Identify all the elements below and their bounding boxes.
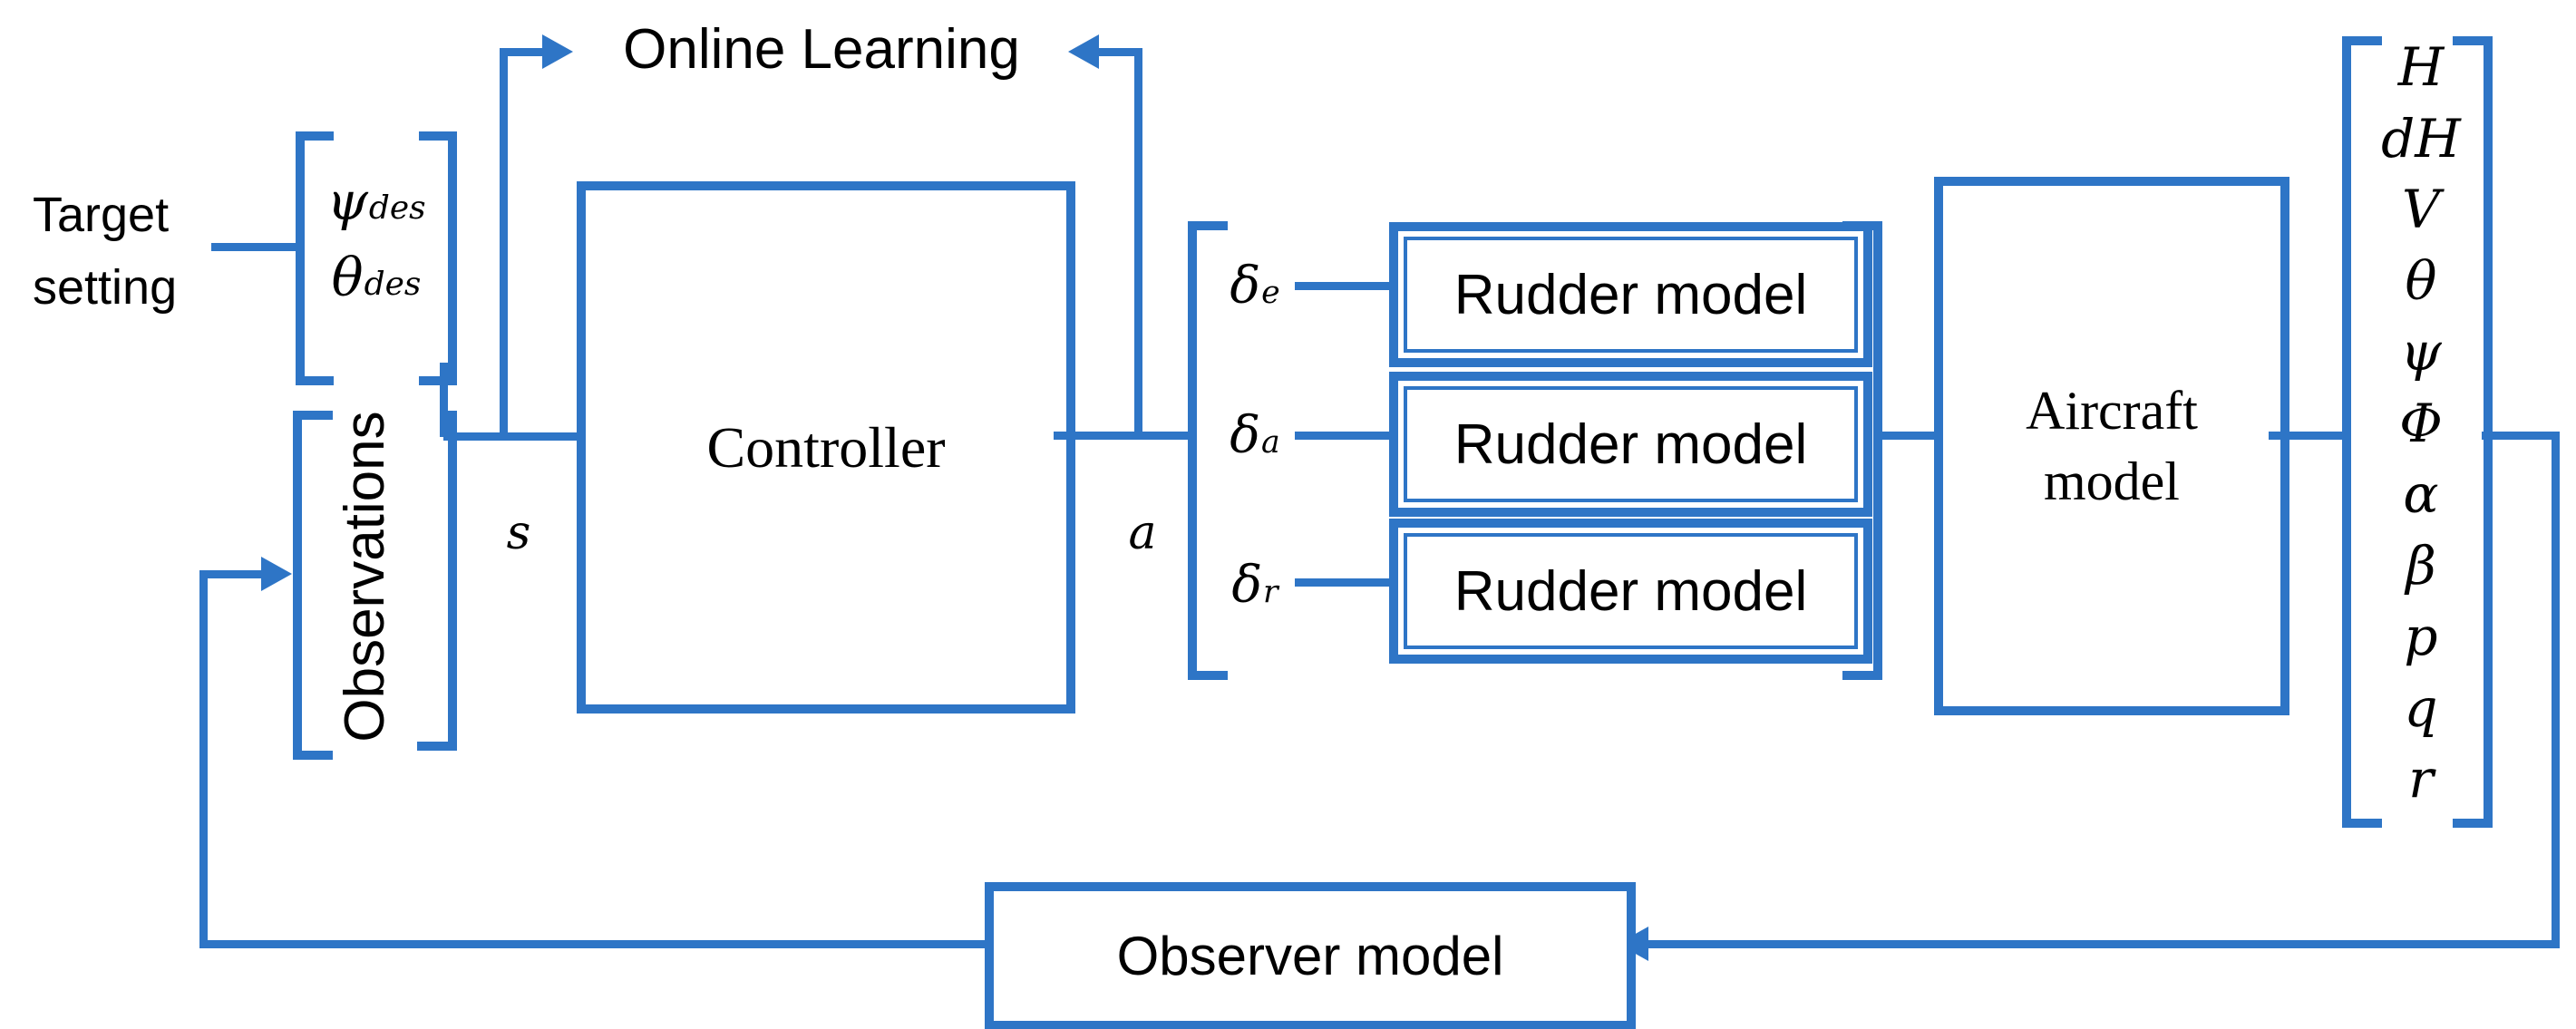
desired-psi-sub: des (368, 189, 426, 228)
feedback-arrowhead-into-observations-icon (261, 557, 292, 591)
setpoint-to-s-connector-line (440, 363, 448, 437)
feedback-left-vertical-line (199, 570, 208, 948)
observations-label: Observations (334, 411, 396, 743)
setpoint-bracket-left (296, 131, 334, 385)
state-variable-theta: θ (2405, 249, 2437, 312)
desired-psi-base: ψ (326, 170, 368, 232)
state-variable-H: H (2397, 36, 2445, 98)
state-variable-r: r (2408, 748, 2434, 810)
observations-bracket-right (417, 411, 457, 751)
aircraft-to-state-line (2269, 432, 2346, 440)
action-signal-label: a (1128, 506, 1157, 560)
desired-theta-base: θ (331, 247, 364, 308)
online-learning-label: Online Learning (623, 17, 1020, 81)
aircraft-model-box: Aircraft model (1934, 177, 2289, 715)
rudder-model-box-3: Rudder model (1389, 519, 1872, 664)
online-learning-right-horizontal-line (1095, 48, 1142, 56)
delta-e-connector-line (1295, 282, 1389, 290)
feedback-top-line (199, 570, 265, 578)
feedback-right-vertical-line (2552, 432, 2560, 948)
observer-model-box: Observer model (985, 882, 1636, 1029)
rudder-model-box-1-inner-border (1404, 237, 1858, 353)
online-learning-left-horizontal-line (500, 48, 547, 56)
state-variable-psi: ψ (2400, 321, 2442, 383)
aircraft-model-line1: Aircraft (2026, 381, 2198, 441)
state-vector-column: H dH V θ ψ Φ α β p q r (2362, 36, 2480, 810)
rudder-model-box-1: Rudder model (1389, 222, 1872, 367)
state-vector-bracket-left (2342, 36, 2382, 828)
target-setting-label: Target setting (33, 180, 223, 325)
state-variable-p: p (2404, 606, 2438, 667)
delta-r-connector-line (1295, 578, 1389, 587)
observer-output-line (203, 940, 985, 948)
delta-e-sub: e (1261, 274, 1280, 311)
state-output-line (2482, 432, 2560, 440)
rudder-model-label-2: Rudder model (1453, 413, 1808, 476)
state-variable-phi: Φ (2399, 392, 2443, 454)
delta-r-base: δ (1231, 555, 1263, 615)
setpoint-bracket-right (419, 131, 457, 385)
delta-a-base: δ (1230, 405, 1260, 465)
rudder-model-label-3: Rudder model (1453, 559, 1808, 623)
feedback-bottom-line (1641, 940, 2560, 948)
delta-e-base: δ (1230, 256, 1261, 315)
state-variable-alpha: α (2403, 463, 2439, 525)
target-setting-line2: setting (33, 259, 178, 315)
rudder-model-box-2: Rudder model (1389, 372, 1872, 517)
state-signal-line (443, 432, 584, 441)
online-learning-left-vertical-line (500, 48, 508, 437)
rudder-model-box-2-inner-border (1404, 386, 1858, 502)
actuators-to-aircraft-line (1873, 432, 1937, 440)
delta-a-connector-line (1295, 432, 1389, 440)
delta-r-sub: r (1263, 573, 1278, 610)
rudder-model-box-3-inner-border (1404, 533, 1858, 649)
controller-box: Controller (577, 181, 1075, 714)
state-variable-dH: dH (2381, 107, 2461, 170)
delta-a-sub: a (1261, 423, 1280, 461)
desired-theta-sub: des (364, 266, 422, 304)
controller-label: Controller (706, 414, 946, 480)
state-variable-q: q (2404, 676, 2438, 739)
observations-bracket-left (293, 411, 333, 760)
aircraft-model-label: Aircraft model (2026, 375, 2198, 517)
target-setting-line1: Target (33, 188, 170, 242)
actuator-bracket-left (1188, 221, 1228, 680)
aircraft-model-line2: model (2044, 451, 2180, 511)
target-connector-line (211, 243, 297, 251)
online-learning-left-arrowhead-icon (542, 34, 573, 69)
action-signal-line (1054, 432, 1190, 440)
online-learning-right-vertical-line (1134, 48, 1142, 440)
rudder-model-label-1: Rudder model (1453, 263, 1808, 326)
state-signal-label: s (506, 506, 531, 560)
state-variable-V: V (2402, 179, 2440, 240)
observer-model-label: Observer model (1116, 926, 1504, 986)
state-variable-beta: β (2406, 534, 2436, 597)
online-learning-right-arrowhead-icon (1068, 34, 1099, 69)
